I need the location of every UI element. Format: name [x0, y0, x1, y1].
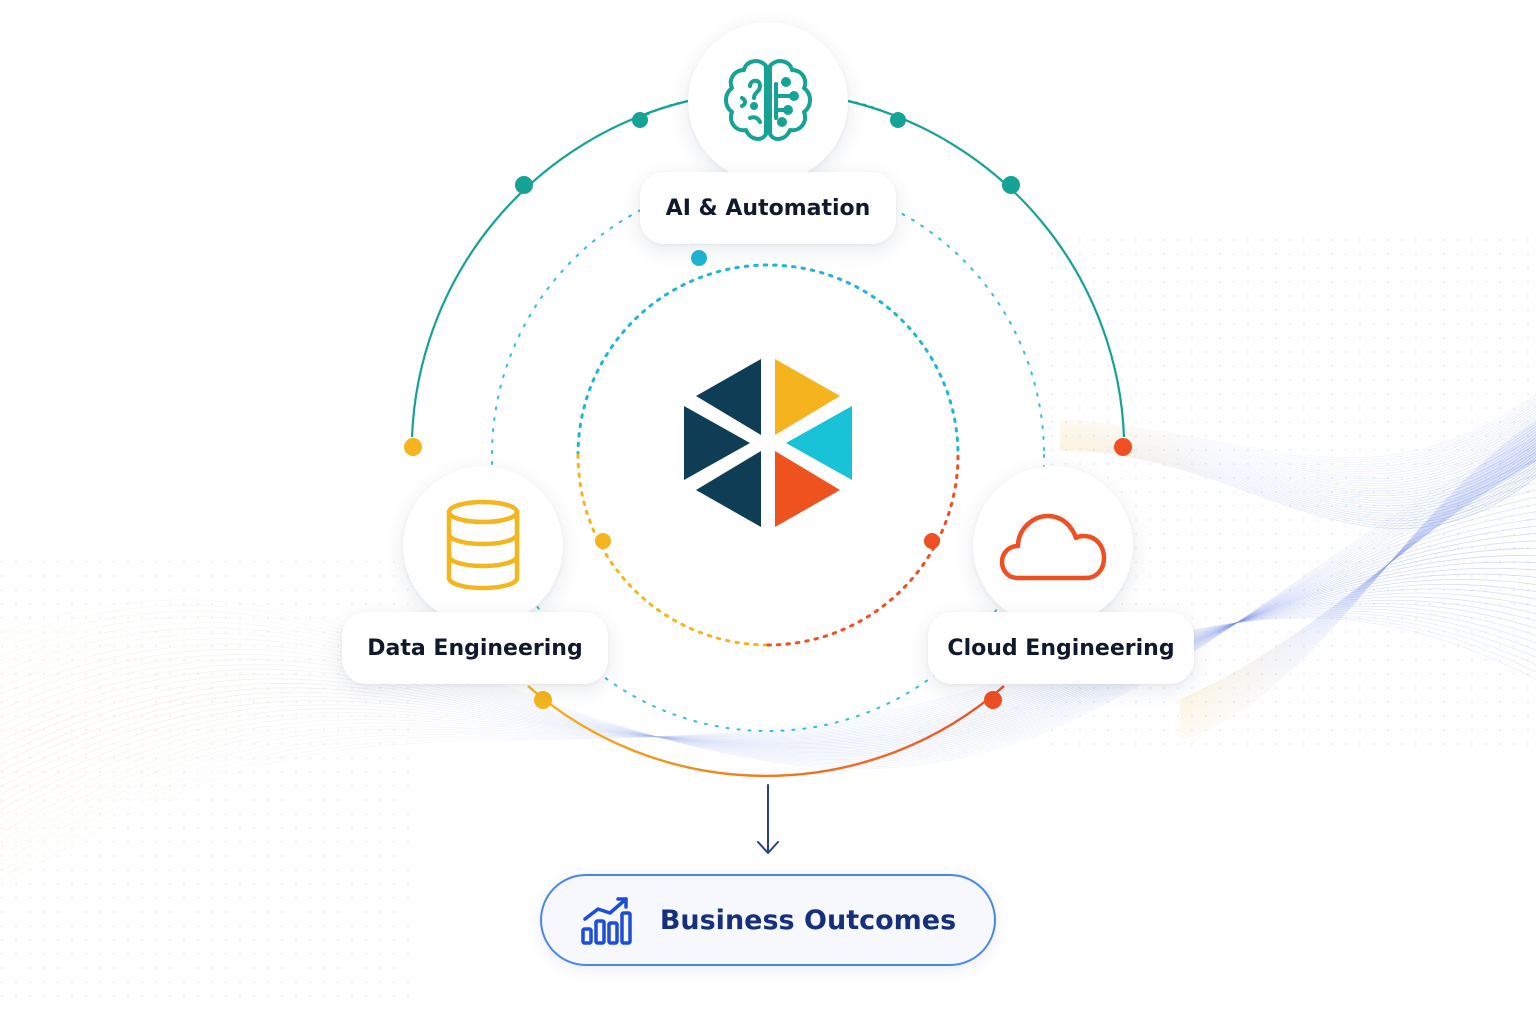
data-engineering-text: Data Engineering — [367, 635, 583, 661]
connector-dot — [632, 112, 648, 128]
connector-dot — [404, 438, 422, 456]
connector-dot — [984, 691, 1002, 709]
ai-automation-text: AI & Automation — [665, 195, 871, 221]
ai-automation-label: AI & Automation — [640, 172, 896, 244]
connector-dot — [515, 176, 533, 194]
ai-automation-icon-circle — [688, 22, 848, 182]
data-engineering-icon-circle — [403, 466, 563, 626]
connector-dot — [534, 691, 552, 709]
hexagon-logo-icon — [684, 359, 852, 527]
outer-ring-left-arc — [410, 99, 689, 438]
outer-ring-right-arc — [847, 99, 1126, 438]
brain-circuit-icon — [724, 59, 812, 141]
cloud-engineering-label: Cloud Engineering — [928, 612, 1194, 684]
business-outcomes-box: Business Outcomes — [540, 874, 996, 966]
cloud-engineering-icon-circle — [973, 466, 1133, 626]
connector-dot — [1114, 438, 1132, 456]
inner-ring-bottom-left — [576, 453, 770, 647]
cloud-icon — [999, 513, 1107, 581]
inner-ring-top — [576, 263, 960, 457]
connector-dot — [595, 533, 611, 549]
down-arrow-icon — [757, 784, 779, 854]
cloud-engineering-text: Cloud Engineering — [947, 635, 1175, 661]
connector-dot — [890, 112, 906, 128]
data-engineering-label: Data Engineering — [342, 612, 608, 684]
growth-chart-icon — [581, 897, 632, 945]
connector-dot — [691, 250, 707, 266]
business-outcomes-text: Business Outcomes — [659, 904, 957, 936]
inner-ring-bottom-right — [766, 453, 960, 647]
connector-dot — [924, 533, 940, 549]
connector-dot — [1002, 176, 1020, 194]
database-icon — [446, 499, 520, 591]
outer-ring-bottom-arc — [527, 685, 1005, 778]
